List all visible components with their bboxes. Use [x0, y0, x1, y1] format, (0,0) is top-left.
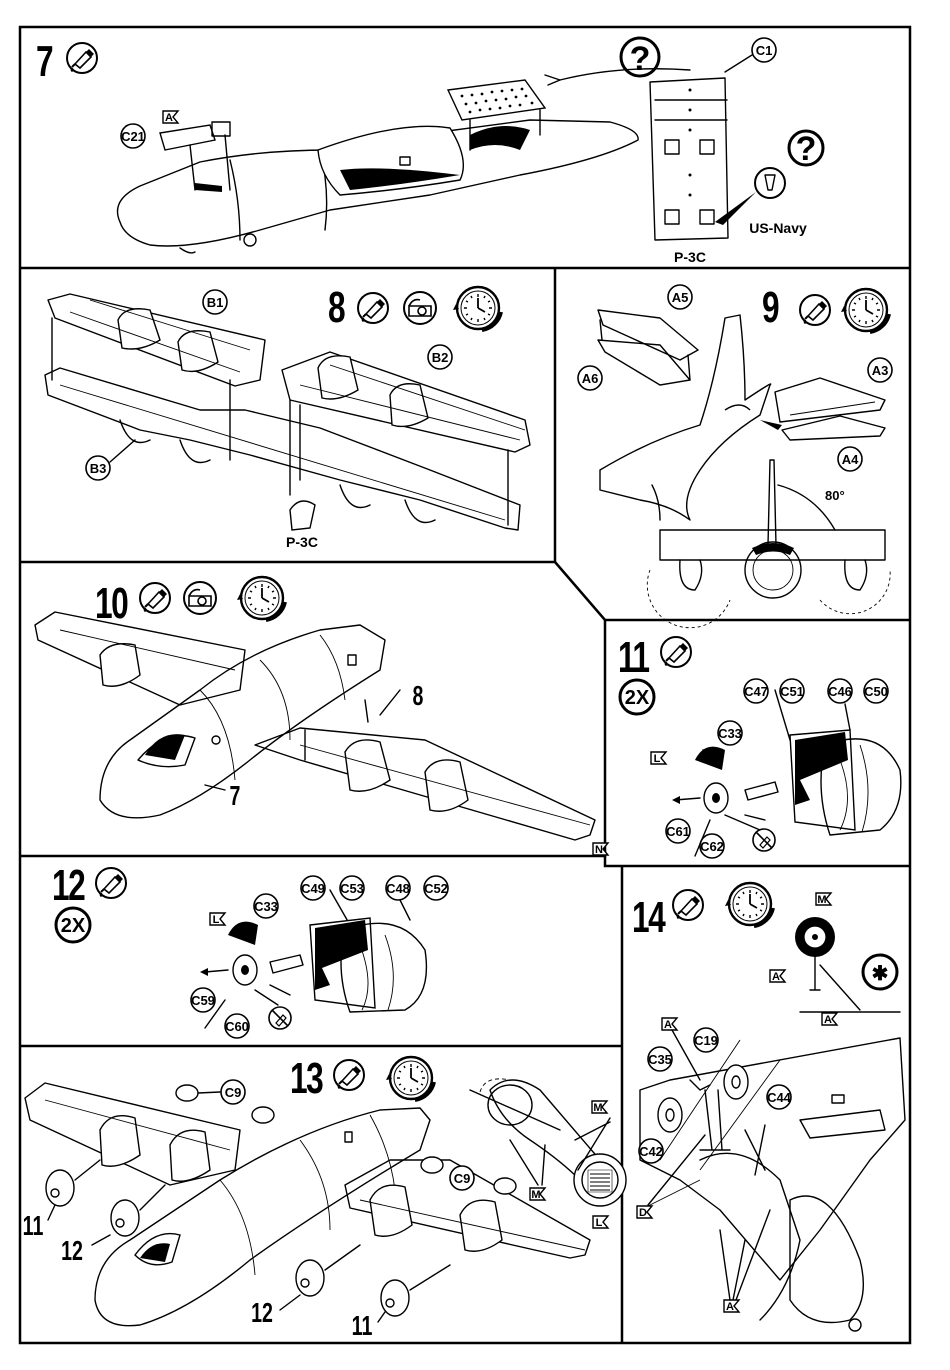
callout-b2: B2 — [432, 350, 449, 365]
step-9-number: 9 — [762, 283, 779, 332]
step-9: 9 A5 A6 A3 A4 80° — [578, 283, 892, 628]
times-2x: 2X — [625, 687, 650, 709]
variant-label: P-3C — [286, 534, 318, 550]
callout-c59: C59 — [191, 993, 215, 1008]
glue-tube-icon — [800, 295, 830, 325]
glue-tube-icon — [673, 890, 703, 920]
drying-clock-icon — [237, 577, 285, 620]
callout-a6: A6 — [582, 371, 599, 386]
callout-c60: C60 — [225, 1019, 249, 1034]
ref-11: 11 — [23, 1211, 44, 1242]
drying-clock-icon — [386, 1057, 434, 1100]
ref-7: 7 — [230, 781, 241, 812]
step-7: 7 C21 A ? C1 — [36, 37, 823, 265]
step-14-number: 14 — [632, 893, 666, 942]
callout-a4: A4 — [842, 452, 859, 467]
ref-8: 8 — [413, 681, 424, 712]
drying-clock-icon — [841, 289, 889, 332]
callout-c62: C62 — [700, 839, 724, 854]
callout-c42: C42 — [639, 1144, 663, 1159]
callout-c19: C19 — [694, 1033, 718, 1048]
step-11-number: 11 — [618, 633, 650, 682]
flag-a-4: A — [726, 1301, 734, 1313]
flag-a-2: A — [824, 1014, 832, 1026]
step-13-number: 13 — [290, 1054, 323, 1103]
step-12-number: 12 — [52, 861, 85, 910]
glue-tube-icon — [334, 1060, 364, 1090]
flag-m: M — [817, 894, 826, 906]
flag-a-3: A — [664, 1019, 672, 1031]
step-10: 10 7 8 N — [35, 577, 608, 856]
callout-c46: C46 — [828, 684, 852, 699]
callout-c47: C47 — [744, 684, 768, 699]
callout-c9-right: C9 — [454, 1171, 471, 1186]
callout-c51: C51 — [780, 684, 804, 699]
flag-n: N — [595, 844, 603, 856]
step-11: 11 2X C47 C51 C46 C50 C33 L C61 C62 — [618, 633, 901, 858]
step-12: 12 2X C49 C53 C48 C52 C33 L C59 C60 — [52, 861, 448, 1038]
flag-m-2: M — [531, 1189, 540, 1201]
callout-c48: C48 — [386, 881, 410, 896]
star-icon: ✱ — [872, 963, 889, 985]
callout-a5: A5 — [672, 290, 689, 305]
callout-b1: B1 — [207, 295, 224, 310]
question-icon-2: ? — [796, 130, 817, 168]
flag-l: L — [654, 753, 661, 765]
callout-c1: C1 — [756, 43, 773, 58]
glue-tube-icon — [661, 637, 691, 667]
step-14: 14 M A A ✱ C19 C35 — [632, 883, 905, 1331]
tape-icon — [184, 582, 216, 614]
angle-label: 80° — [825, 488, 845, 503]
step-8: 8 B1 B3 B2 P-3C — [45, 283, 530, 550]
flag-l: L — [213, 914, 220, 926]
no-glue-icon — [269, 1007, 291, 1029]
drying-clock-icon — [453, 287, 501, 330]
flag-a: A — [165, 112, 173, 124]
variant-label: P-3C — [674, 249, 706, 265]
callout-c61: C61 — [666, 824, 690, 839]
ref-12-right: 12 — [251, 1298, 273, 1329]
callout-c21: C21 — [121, 129, 145, 144]
flag-l: L — [596, 1217, 603, 1229]
callout-c33: C33 — [718, 726, 742, 741]
tape-icon — [404, 292, 436, 324]
callout-b3: B3 — [90, 461, 107, 476]
ref-12: 12 — [61, 1236, 83, 1267]
callout-c49: C49 — [301, 881, 325, 896]
callout-c9: C9 — [225, 1085, 242, 1100]
flag-m: M — [593, 1102, 602, 1114]
glue-tube-icon — [358, 293, 388, 323]
glue-tube-icon — [67, 43, 97, 73]
flag-d: D — [639, 1207, 647, 1219]
step-8-number: 8 — [328, 283, 345, 332]
callout-c33: C33 — [254, 899, 278, 914]
glue-tube-icon — [140, 583, 170, 613]
us-navy-label: US-Navy — [749, 220, 807, 236]
flag-a: A — [772, 971, 780, 983]
question-icon: ? — [630, 40, 651, 78]
callout-c52: C52 — [424, 881, 448, 896]
callout-c50: C50 — [864, 684, 888, 699]
callout-c44: C44 — [767, 1090, 792, 1105]
step-13: 13 C9 11 12 C9 — [23, 1054, 626, 1342]
drying-clock-icon — [725, 883, 773, 926]
times-2x: 2X — [61, 915, 86, 937]
callout-c35: C35 — [648, 1052, 672, 1067]
no-glue-icon — [753, 829, 775, 851]
step-7-number: 7 — [36, 37, 53, 86]
ref-11-right: 11 — [352, 1311, 373, 1342]
callout-c53: C53 — [340, 881, 364, 896]
callout-a3: A3 — [872, 363, 889, 378]
glue-tube-icon — [96, 868, 126, 898]
